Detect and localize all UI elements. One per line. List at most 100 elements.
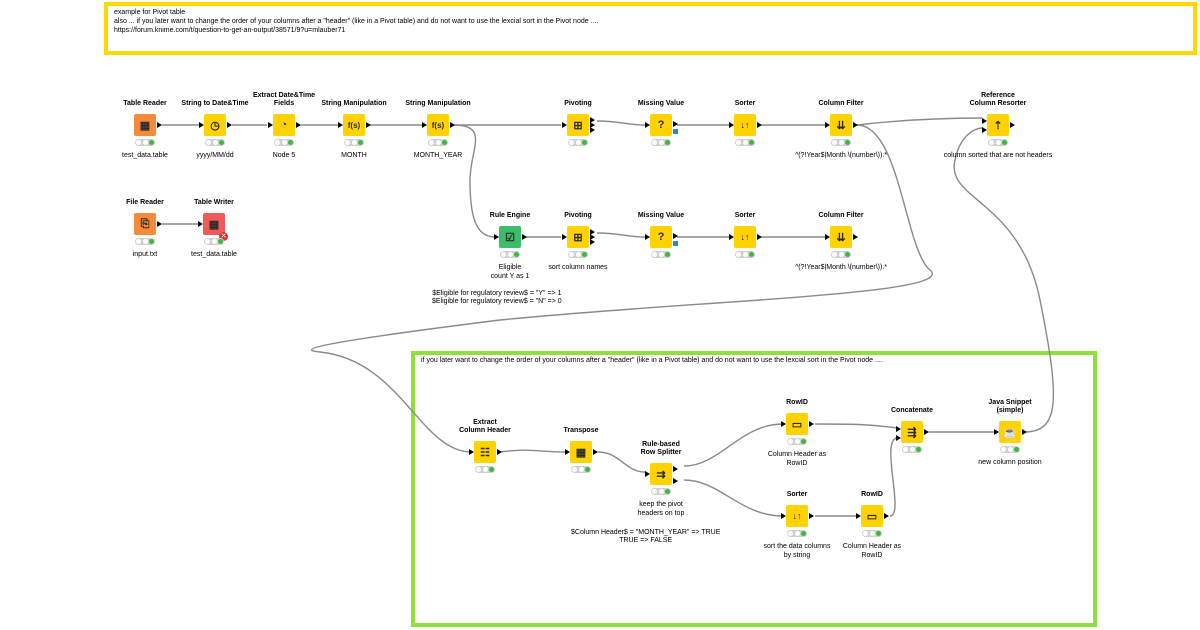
out-port[interactable]	[673, 233, 678, 239]
out-port[interactable]	[924, 429, 929, 435]
node-title: Missing Value	[637, 100, 685, 107]
out-port[interactable]	[757, 234, 762, 240]
in-port[interactable]	[645, 471, 650, 477]
wire-colfilter1-resorter	[856, 117, 983, 126]
annotation-top[interactable]: example for Pivot table also ... if you …	[104, 2, 1197, 55]
in-port[interactable]	[781, 513, 786, 519]
status-indicator	[568, 139, 588, 146]
out-port-2[interactable]	[590, 234, 595, 240]
in-port-1[interactable]	[896, 426, 901, 432]
error-icon: ✕	[219, 232, 228, 241]
wire-java-resorter	[953, 127, 1055, 433]
node-label: sort column names	[548, 264, 608, 271]
status-indicator	[831, 251, 851, 258]
out-port[interactable]	[522, 234, 527, 240]
node-label: MONTH_YEAR	[413, 152, 463, 159]
node-title: Extract Column Header	[459, 419, 511, 434]
annotation-top-line-1: example for Pivot table	[114, 9, 186, 16]
status-indicator	[135, 139, 155, 146]
clock-icon: ◷	[204, 114, 226, 136]
out-port[interactable]	[673, 121, 678, 127]
out-port[interactable]	[227, 122, 232, 128]
status-indicator	[205, 139, 225, 146]
out-port-2[interactable]	[673, 478, 678, 484]
in-port[interactable]	[994, 429, 999, 435]
node-title: Extract Date&Time Fields	[252, 92, 316, 107]
column-filter-icon: ⇊	[830, 226, 852, 248]
in-port[interactable]	[198, 221, 203, 227]
in-port[interactable]	[825, 234, 830, 240]
out-port[interactable]	[497, 449, 502, 455]
out-port[interactable]	[809, 421, 814, 427]
in-port[interactable]	[729, 122, 734, 128]
status-indicator	[988, 139, 1008, 146]
in-port[interactable]	[422, 122, 427, 128]
in-port[interactable]	[494, 234, 499, 240]
in-port[interactable]	[562, 234, 567, 240]
node-label: Column Header as RowID	[842, 543, 902, 559]
node-title: Rule-based Row Splitter	[640, 441, 682, 456]
question-icon: ?	[650, 226, 672, 248]
in-port[interactable]	[645, 234, 650, 240]
out-port[interactable]	[757, 122, 762, 128]
out-port-3[interactable]	[590, 127, 595, 133]
status-indicator	[831, 139, 851, 146]
out-port-2[interactable]	[590, 122, 595, 128]
out-port[interactable]	[366, 122, 371, 128]
status-indicator	[568, 251, 588, 258]
in-port[interactable]	[645, 122, 650, 128]
in-port[interactable]	[268, 122, 273, 128]
node-label: input.txt	[132, 251, 158, 258]
out-port[interactable]	[157, 122, 162, 128]
in-port[interactable]	[338, 122, 343, 128]
node-title: Sorter	[786, 491, 808, 498]
in-port-2[interactable]	[982, 127, 987, 133]
out-port[interactable]	[1022, 429, 1027, 435]
in-port[interactable]	[729, 234, 734, 240]
in-port[interactable]	[562, 122, 567, 128]
out-port[interactable]	[809, 513, 814, 519]
in-port[interactable]	[856, 513, 861, 519]
node-title: Column Filter	[818, 100, 864, 107]
out-port[interactable]	[296, 122, 301, 128]
in-port[interactable]	[469, 449, 474, 455]
out-port[interactable]	[853, 234, 858, 240]
in-port[interactable]	[781, 421, 786, 427]
out-port[interactable]	[593, 449, 598, 455]
node-label: column sorted that are not headers	[943, 152, 1053, 159]
node-title: Java Snippet (simple)	[988, 399, 1032, 414]
out-port-3[interactable]	[590, 239, 595, 245]
out-port-1[interactable]	[590, 229, 595, 235]
out-port[interactable]	[853, 122, 858, 128]
out-port[interactable]	[157, 221, 162, 227]
column-filter-icon: ⇊	[830, 114, 852, 136]
string-manipulation-icon: f(s)	[427, 114, 449, 136]
rowid-icon: ▭	[786, 413, 808, 435]
model-port-icon[interactable]	[673, 241, 678, 246]
in-port[interactable]	[199, 122, 204, 128]
annotation-top-line-3: https://forum.knime.com/t/question-to-ge…	[114, 27, 346, 34]
annotation-green[interactable]: if you later want to change the order of…	[411, 351, 1097, 627]
in-port[interactable]	[825, 122, 830, 128]
in-port-1[interactable]	[982, 118, 987, 124]
file-reader-icon: ⎘	[134, 213, 156, 235]
out-port-1[interactable]	[673, 466, 678, 472]
out-port[interactable]	[1010, 122, 1015, 128]
node-title: String Manipulation	[321, 100, 387, 107]
node-title: Column Filter	[818, 212, 864, 219]
rule-engine-icon: ☑	[499, 226, 521, 248]
out-port[interactable]	[884, 513, 889, 519]
node-label: keep the pivot headers on top	[637, 501, 685, 517]
node-title: File Reader	[126, 199, 164, 206]
question-icon: ?	[650, 114, 672, 136]
node-label: test_data.table	[122, 152, 168, 159]
model-port-icon[interactable]	[673, 129, 678, 134]
node-title: Sorter	[734, 212, 756, 219]
in-port[interactable]	[565, 449, 570, 455]
out-port-1[interactable]	[590, 117, 595, 123]
header-icon: ☷	[474, 441, 496, 463]
out-port[interactable]	[450, 122, 455, 128]
in-port-2[interactable]	[896, 435, 901, 441]
